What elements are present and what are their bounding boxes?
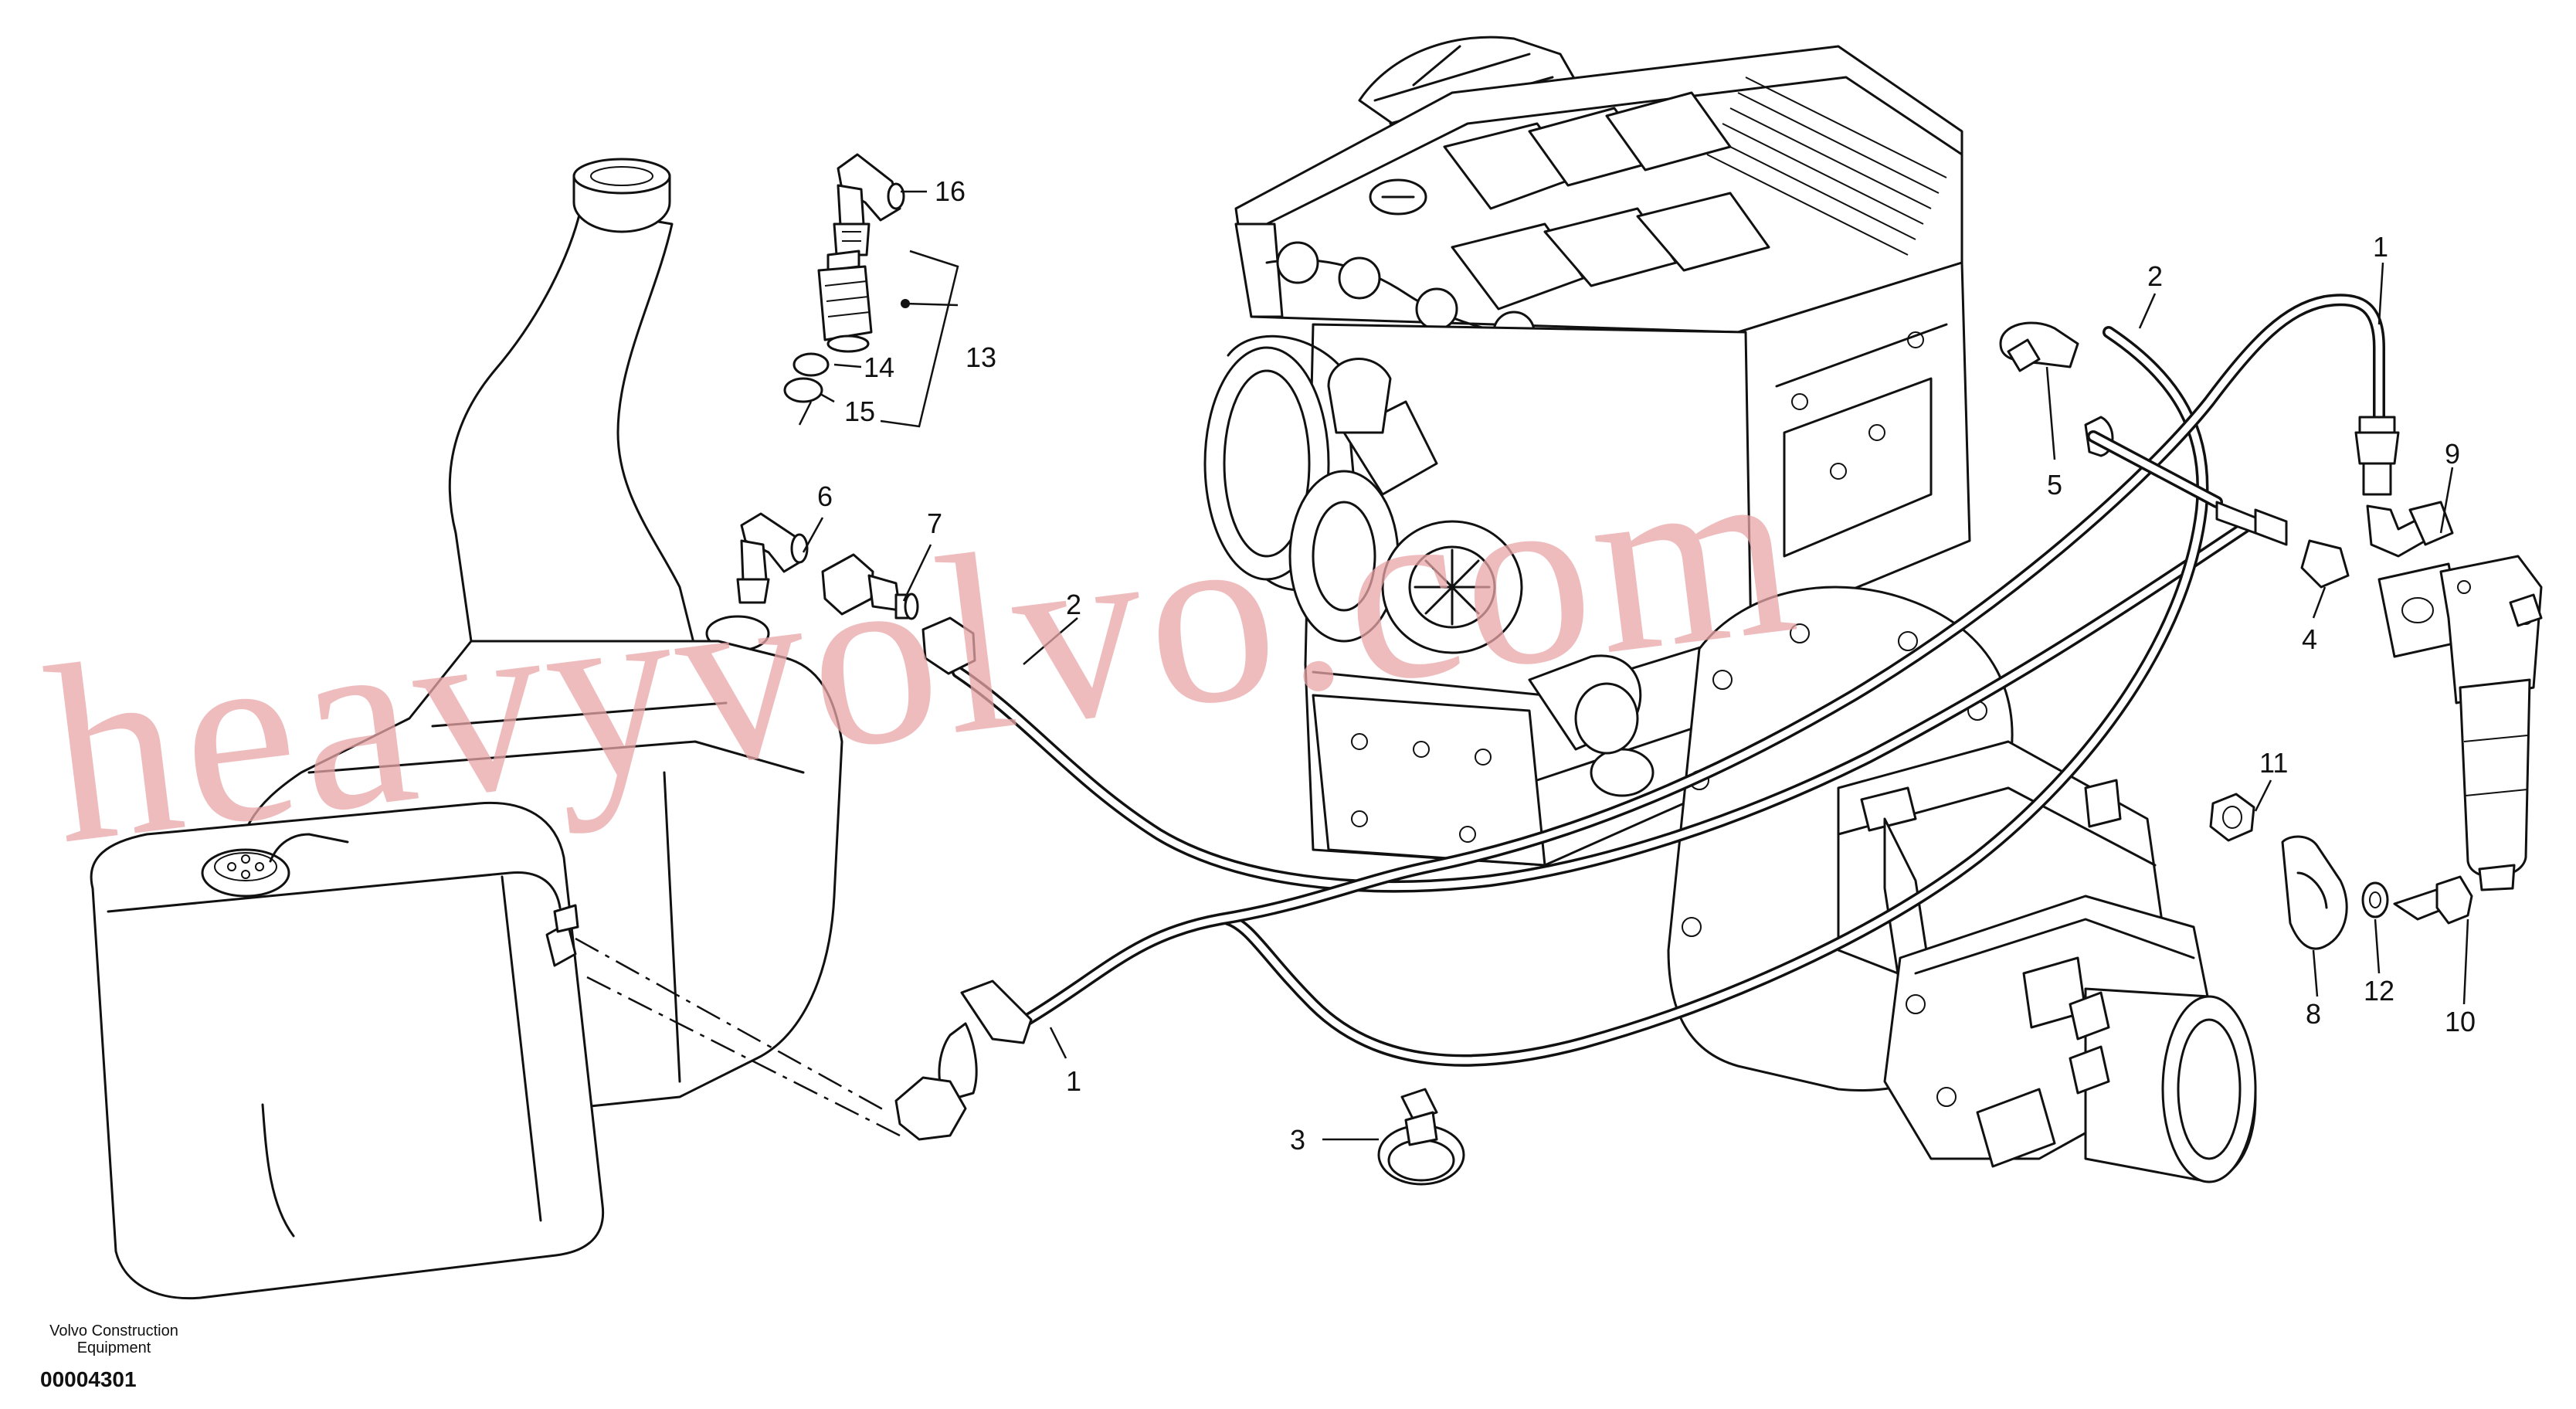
drawing-number: 00004301 <box>40 1367 137 1391</box>
callout-2-right: 2 <box>2147 260 2163 292</box>
callout-8: 8 <box>2306 998 2321 1030</box>
callout-4: 4 <box>2302 623 2317 655</box>
callout-15: 15 <box>844 396 875 427</box>
fittings-6-7 <box>736 512 919 620</box>
clamp-assembly <box>2209 793 2473 950</box>
clip-5-and-hose-2-end <box>1999 321 2223 508</box>
fuel-tank <box>90 158 901 1300</box>
leader-lines <box>802 190 2469 1141</box>
callout-10: 10 <box>2445 1006 2476 1037</box>
callout-5: 5 <box>2047 469 2062 501</box>
callout-2-left: 2 <box>1066 589 1081 620</box>
hose-1-lower-fittings <box>894 980 1033 1141</box>
fuel-filter-assembly <box>2215 416 2543 891</box>
hose-clamp-3 <box>1377 1088 1465 1186</box>
callout-11: 11 <box>2259 747 2288 779</box>
callout-3: 3 <box>1290 1124 1305 1156</box>
hose-1-supply <box>1021 294 2385 1026</box>
callout-16: 16 <box>935 175 966 207</box>
hose-2-nut <box>921 616 976 675</box>
callout-13: 13 <box>966 341 996 373</box>
callout-1-lower: 1 <box>1066 1065 1081 1097</box>
callout-14: 14 <box>864 351 894 383</box>
hydraulic-pump-assembly <box>1667 586 2257 1183</box>
callout-6: 6 <box>817 480 833 512</box>
callout-9: 9 <box>2445 438 2460 470</box>
callout-labels: 16 14 13 15 6 7 2 2 1 1 5 9 4 11 8 12 10… <box>817 175 2476 1156</box>
callout-12: 12 <box>2364 975 2394 1007</box>
company-caption: Volvo Construction Equipment <box>49 1322 178 1356</box>
fitting-stack-13 <box>783 153 910 426</box>
engine <box>1203 36 1971 867</box>
callout-1-upper: 1 <box>2373 231 2388 263</box>
callout-7: 7 <box>927 508 942 539</box>
